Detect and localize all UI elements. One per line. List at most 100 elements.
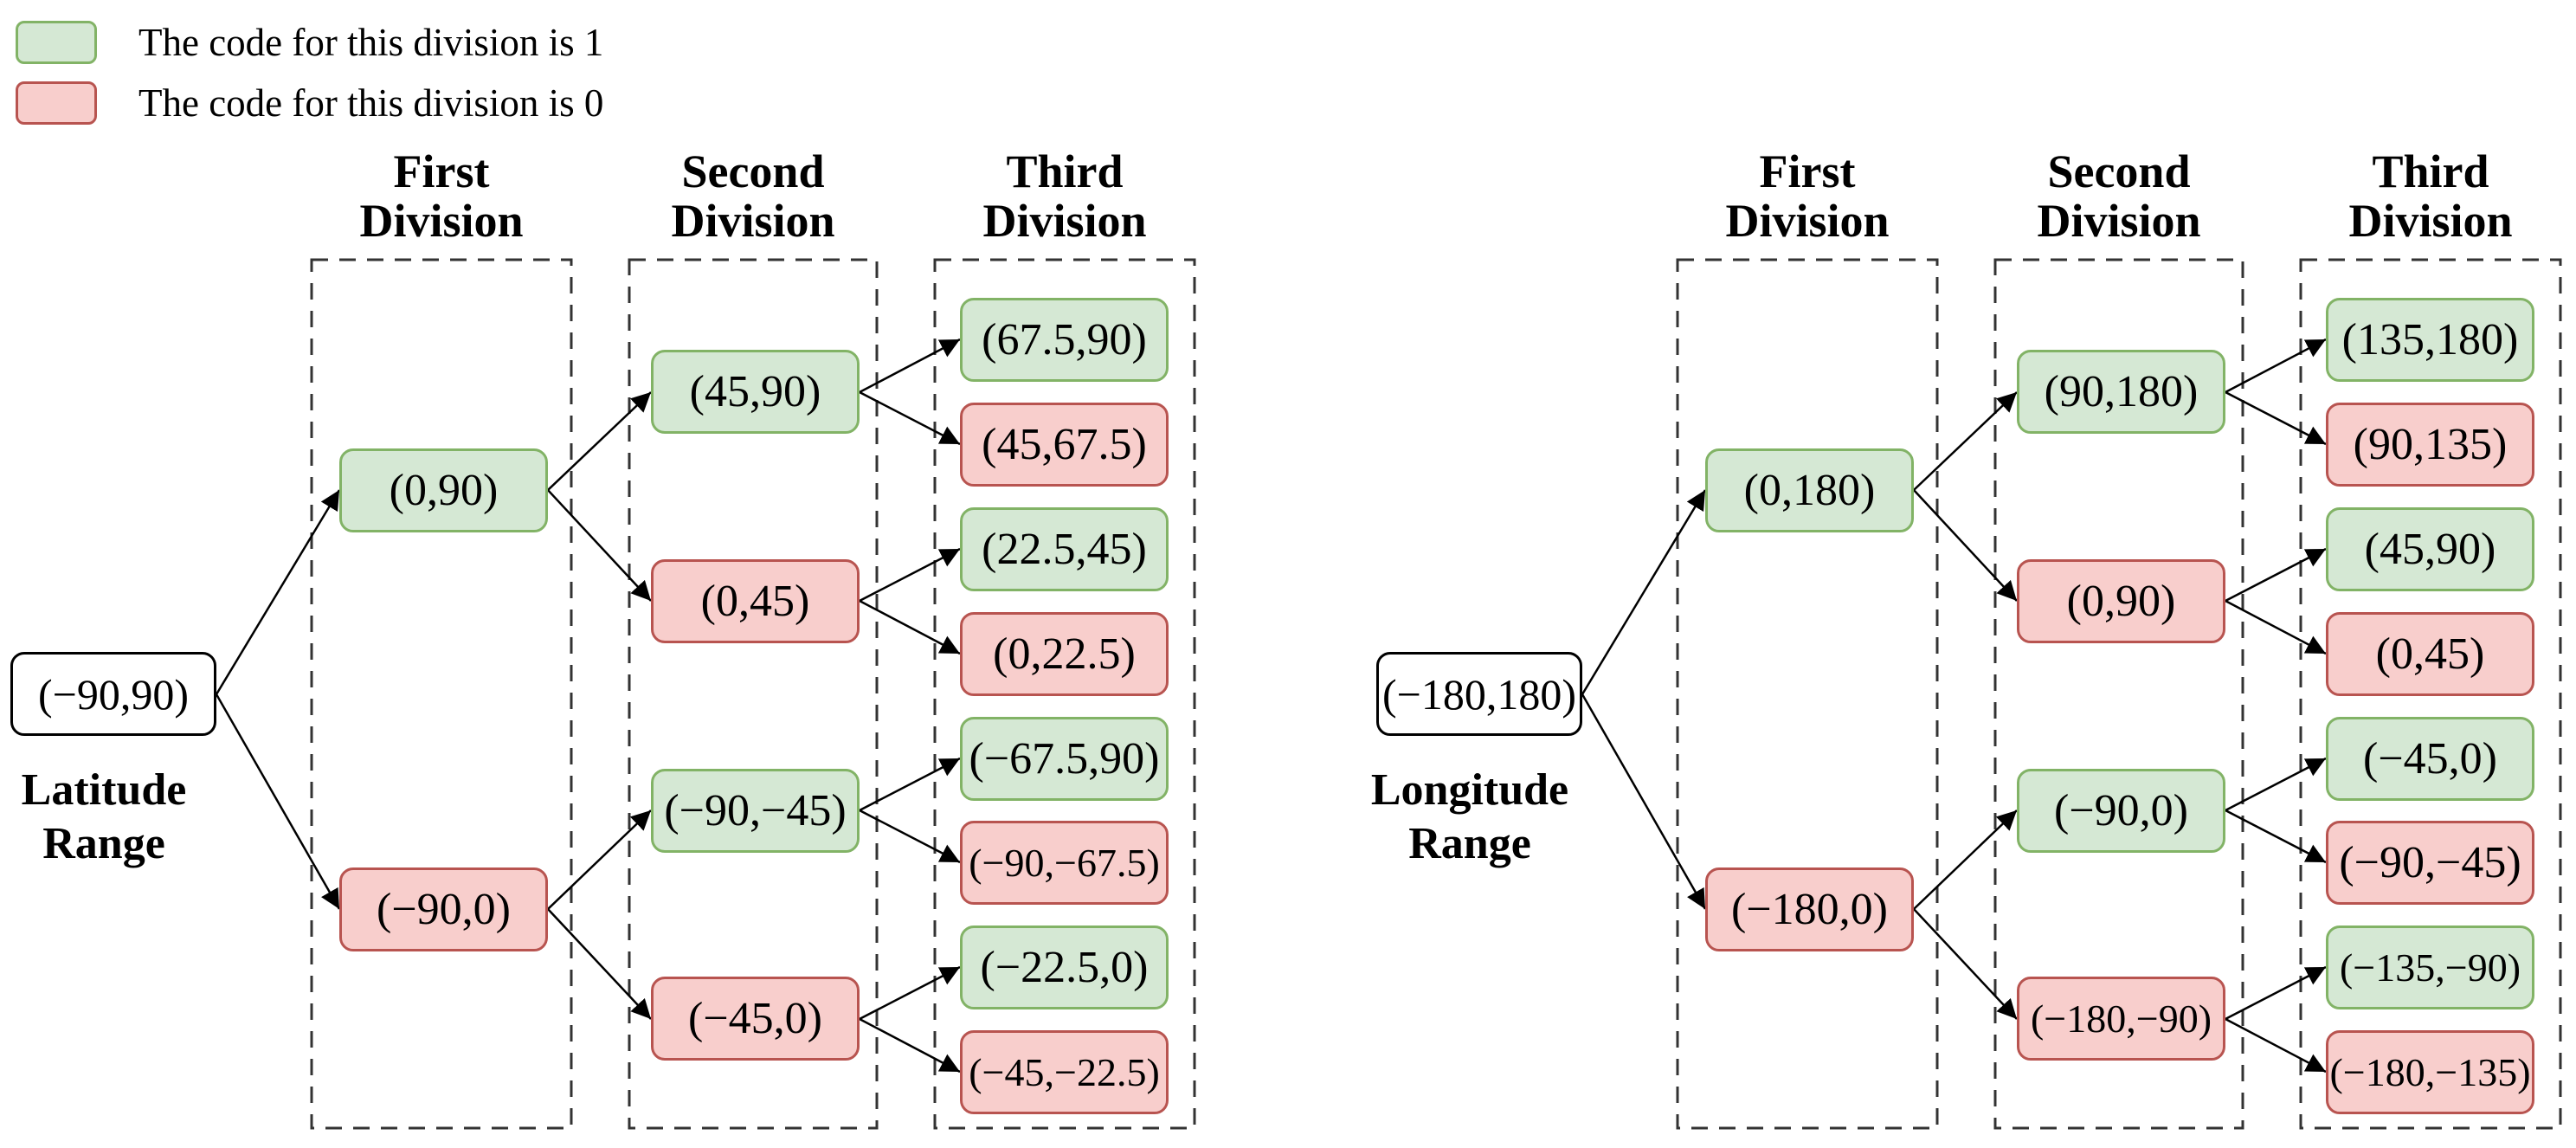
legend-swatch-green (16, 21, 97, 64)
header-line: Third (1006, 145, 1124, 197)
node-label: (135,180) (2341, 314, 2519, 364)
lon-d3-node-7: (−180,−135) (2326, 1030, 2534, 1114)
lon-d2-node-2: (−90,0) (2017, 769, 2225, 853)
node-label: (90,180) (2044, 366, 2199, 416)
header-line: Division (2037, 195, 2201, 247)
longitude-header-third-division: Third Division (2257, 147, 2576, 246)
caption-line: Longitude (1370, 765, 1569, 815)
column-box-third (933, 258, 1196, 1130)
header-line: Second (2047, 145, 2191, 197)
node-label: (0,45) (700, 576, 810, 626)
header-line: Third (2372, 145, 2489, 197)
caption-line: Range (1408, 819, 1531, 868)
header-line: First (393, 145, 490, 197)
legend-label: The code for this division is 0 (138, 81, 604, 125)
node-label: (−180,−90) (2030, 996, 2212, 1041)
lat-d2-node-2: (−90,−45) (651, 769, 860, 853)
lat-d3-node-2: (22.5,45) (960, 507, 1169, 591)
node-label: (90,135) (2353, 419, 2508, 469)
longitude-range-caption: Longitude Range (1340, 764, 1600, 871)
lat-d3-node-5: (−90,−67.5) (960, 821, 1169, 905)
column-box-second (628, 258, 879, 1130)
lon-d3-node-5: (−90,−45) (2326, 821, 2534, 905)
longitude-header-second-division: Second Division (1946, 147, 2292, 246)
division-column-boxes-longitude (1676, 258, 2562, 1130)
header-line: Division (671, 195, 835, 247)
latitude-root-node: (−90,90) (10, 652, 216, 736)
longitude-header-first-division: First Division (1634, 147, 1980, 246)
lat-d3-node-7: (−45,−22.5) (960, 1030, 1169, 1114)
lat-d2-node-0: (45,90) (651, 350, 860, 434)
legend-item-code-1: The code for this division is 1 (16, 21, 603, 64)
header-line: First (1759, 145, 1856, 197)
latitude-header-third-division: Third Division (892, 147, 1238, 246)
column-box-first (1676, 258, 1939, 1130)
lat-d3-node-3: (0,22.5) (960, 612, 1169, 696)
node-label: (−45,0) (2363, 733, 2497, 784)
lon-d3-node-3: (0,45) (2326, 612, 2534, 696)
node-label: (−90,0) (377, 884, 511, 934)
node-label: (22.5,45) (982, 524, 1147, 574)
node-label: (−90,−45) (2339, 837, 2521, 887)
node-label: (−90,−45) (664, 785, 847, 835)
legend: The code for this division is 1 The code… (16, 21, 603, 142)
node-label: (−90,0) (2054, 785, 2188, 835)
lon-d3-node-6: (−135,−90) (2326, 925, 2534, 1009)
node-label: (0,180) (1743, 465, 1876, 515)
header-line: Division (982, 195, 1147, 247)
node-label: (0,90) (389, 465, 499, 515)
lon-d3-node-4: (−45,0) (2326, 717, 2534, 801)
node-label: (67.5,90) (982, 314, 1147, 364)
lon-d3-node-0: (135,180) (2326, 298, 2534, 382)
node-label: (45,90) (2364, 524, 2496, 574)
header-line: Division (359, 195, 524, 247)
node-label: (−67.5,90) (969, 733, 1160, 784)
caption-line: Latitude (21, 765, 187, 815)
node-label: (−180,0) (1731, 884, 1888, 934)
arrows-longitude (1581, 338, 2327, 1074)
lon-d3-node-2: (45,90) (2326, 507, 2534, 591)
lat-d3-node-6: (−22.5,0) (960, 925, 1169, 1009)
legend-label: The code for this division is 1 (138, 21, 604, 64)
lon-d1-node-0: (0,180) (1705, 448, 1914, 532)
division-column-boxes-latitude (310, 258, 1196, 1130)
caption-line: Range (42, 819, 165, 868)
node-label: (−135,−90) (2339, 945, 2521, 990)
column-box-first (310, 258, 573, 1130)
arrows-latitude (215, 338, 961, 1074)
lon-d2-node-0: (90,180) (2017, 350, 2225, 434)
node-label: (−180,180) (1382, 669, 1576, 719)
lat-d3-node-0: (67.5,90) (960, 298, 1169, 382)
legend-swatch-red (16, 81, 97, 125)
latitude-header-first-division: First Division (268, 147, 615, 246)
header-line: Division (1725, 195, 1890, 247)
lon-d3-node-1: (90,135) (2326, 403, 2534, 487)
node-label: (−180,−135) (2329, 1049, 2531, 1094)
legend-item-code-0: The code for this division is 0 (16, 81, 603, 125)
latitude-range-caption: Latitude Range (0, 764, 234, 871)
node-label: (45,67.5) (982, 419, 1147, 469)
column-box-third (2299, 258, 2562, 1130)
header-line: Division (2348, 195, 2513, 247)
lat-d2-node-3: (−45,0) (651, 977, 860, 1061)
latitude-header-second-division: Second Division (580, 147, 926, 246)
lat-d3-node-1: (45,67.5) (960, 403, 1169, 487)
lat-d1-node-1: (−90,0) (339, 867, 548, 951)
node-label: (−90,90) (38, 669, 189, 719)
lon-d1-node-1: (−180,0) (1705, 867, 1914, 951)
column-box-second (1993, 258, 2244, 1130)
lat-d2-node-1: (0,45) (651, 559, 860, 643)
lon-d2-node-1: (0,90) (2017, 559, 2225, 643)
node-label: (0,90) (2066, 576, 2176, 626)
node-label: (−45,0) (688, 993, 822, 1043)
node-label: (−22.5,0) (980, 942, 1149, 992)
node-label: (0,45) (2375, 629, 2485, 679)
node-label: (0,22.5) (993, 629, 1136, 679)
node-label: (−90,−67.5) (969, 840, 1160, 885)
lat-d3-node-4: (−67.5,90) (960, 717, 1169, 801)
header-line: Second (681, 145, 825, 197)
longitude-root-node: (−180,180) (1376, 652, 1582, 736)
node-label: (−45,−22.5) (969, 1049, 1160, 1094)
